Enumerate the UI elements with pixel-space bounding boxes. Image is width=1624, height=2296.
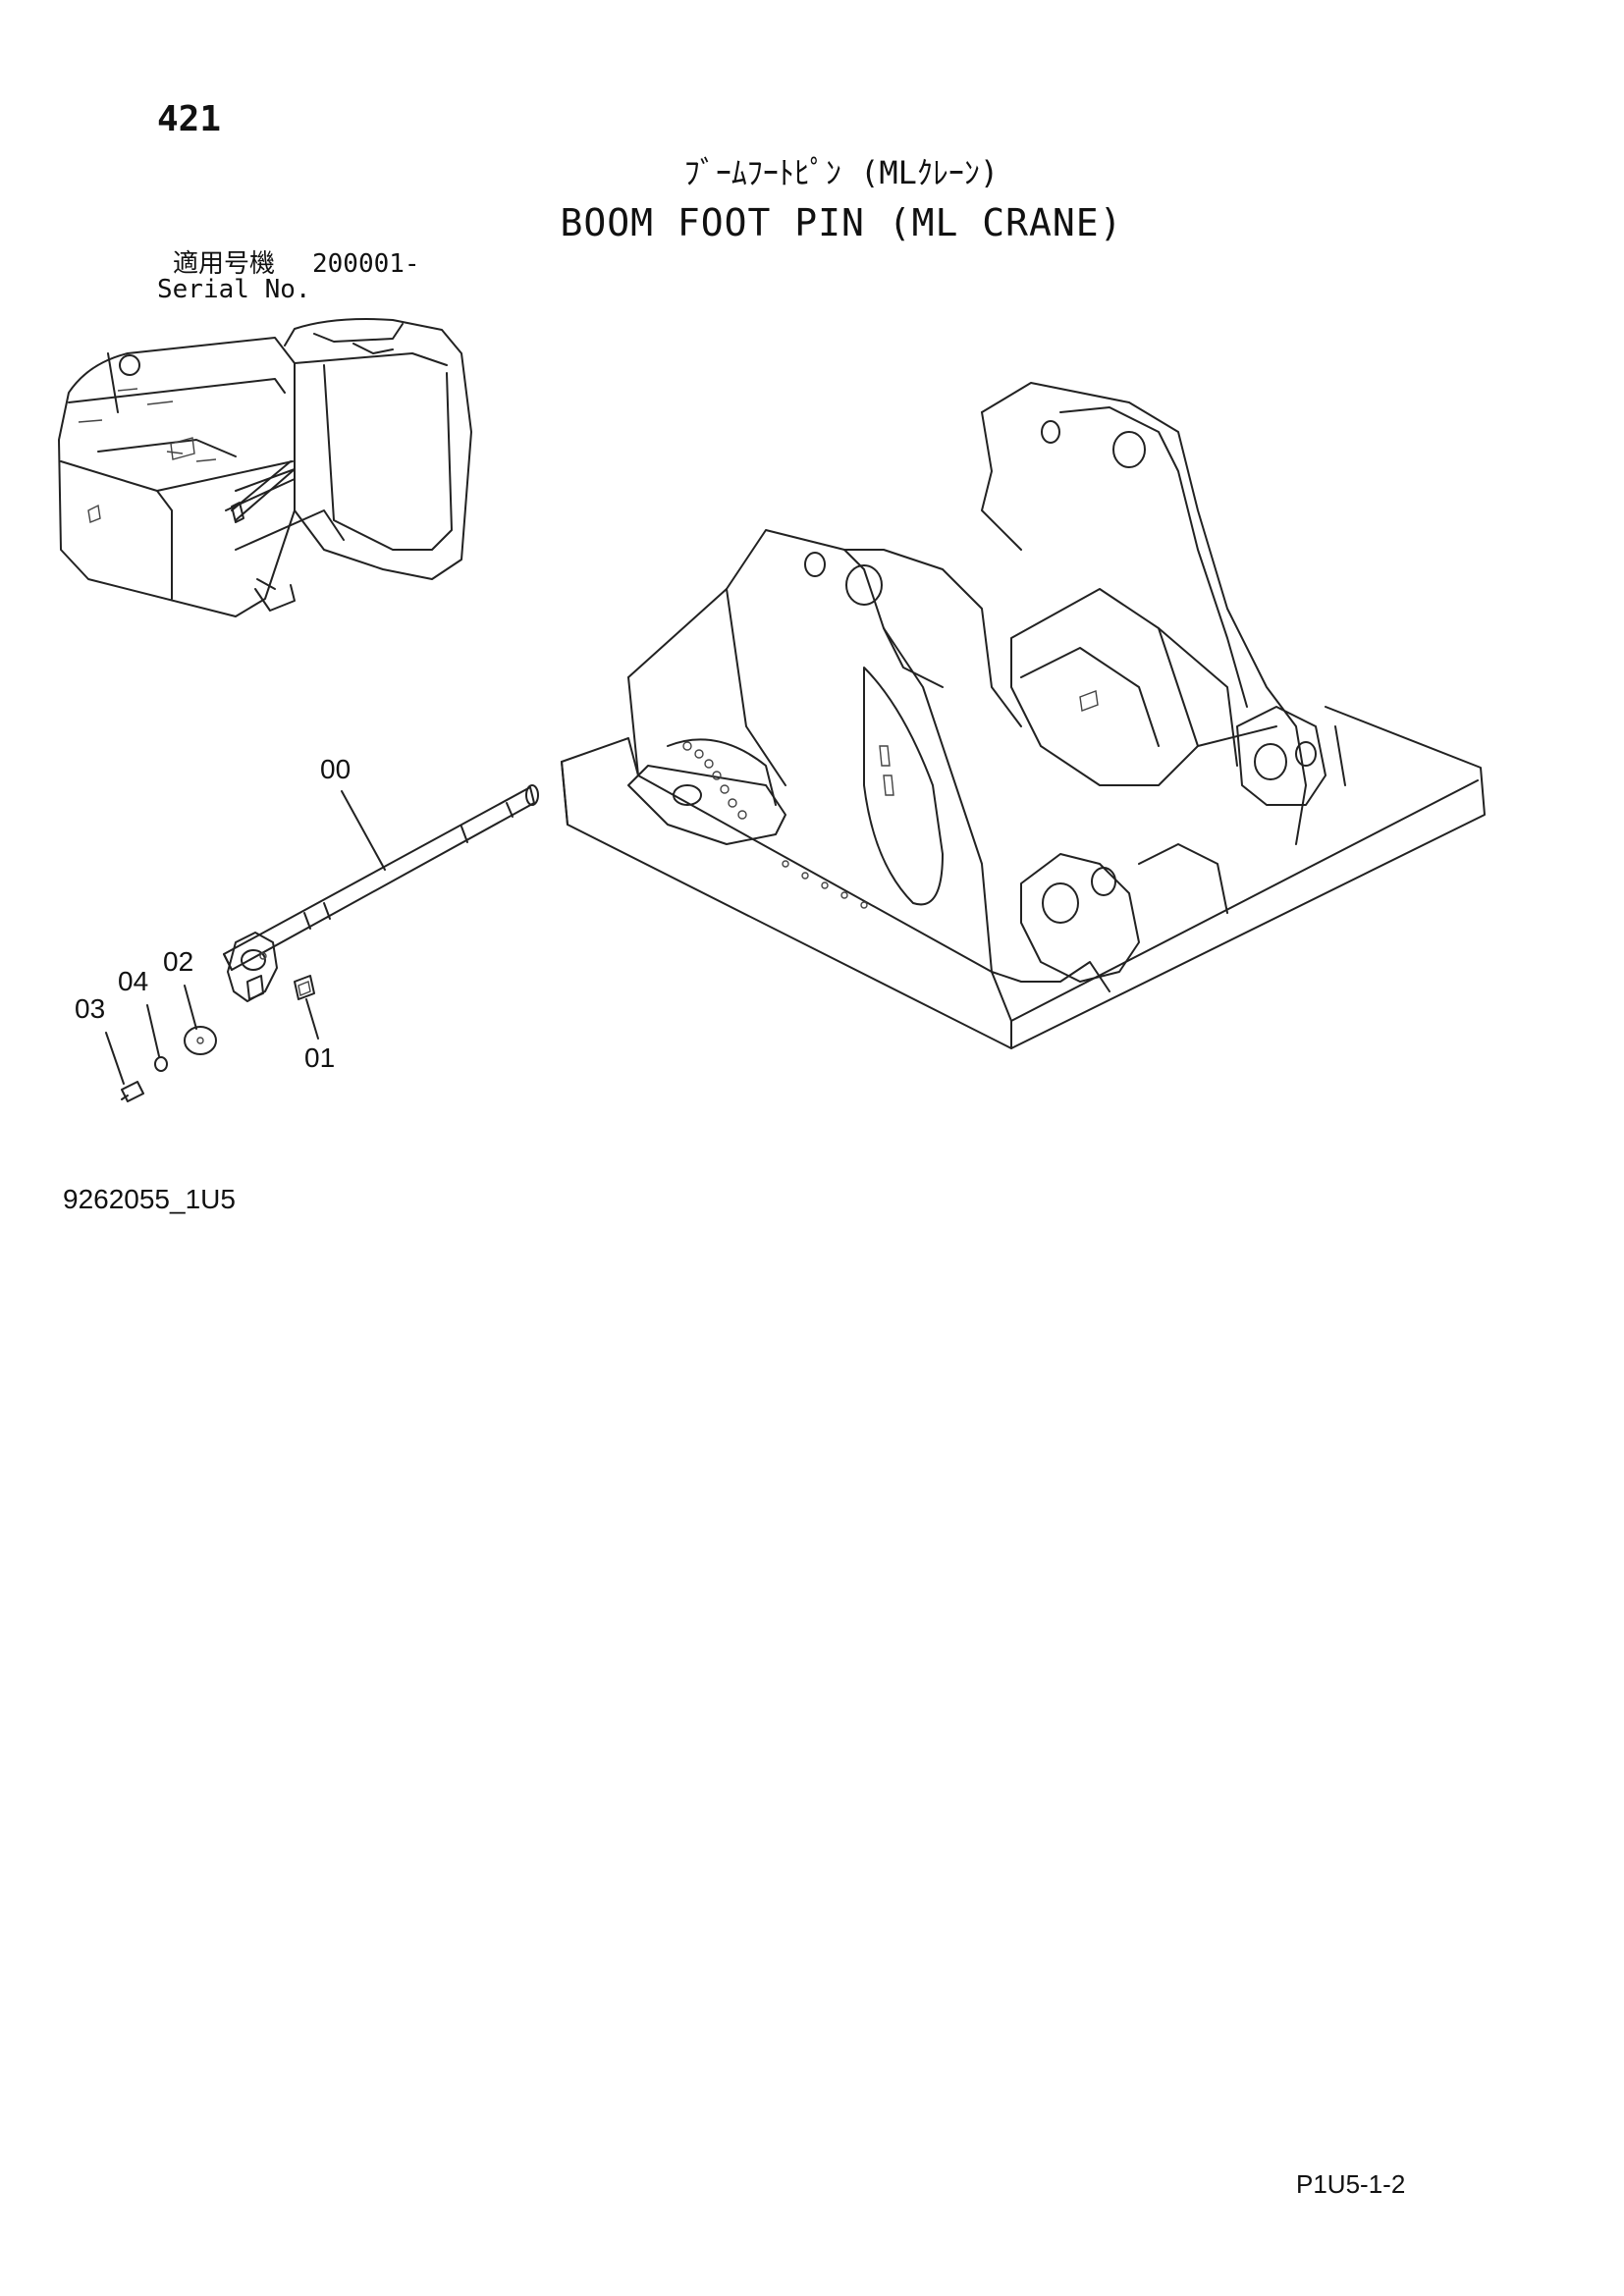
callout-00: 00 (320, 754, 352, 784)
washer-02 (184, 1026, 217, 1055)
excavator-overview-illustration (58, 318, 472, 617)
swing-frame-illustration (561, 382, 1486, 1049)
lock-plate-01 (294, 975, 315, 1000)
document-code: 9262055_1U5 (63, 1184, 236, 1214)
serial-label-japanese: 適用号機 (173, 249, 276, 279)
page-code: P1U5-1-2 (1296, 2169, 1406, 2199)
callout-04: 04 (118, 966, 149, 996)
bolt-03 (121, 1081, 144, 1102)
page-number: 421 (157, 99, 222, 139)
title-japanese: ﾌﾞｰﾑﾌｰﾄﾋﾟﾝ (MLｸﾚｰﾝ) (683, 154, 1000, 191)
callout-03: 03 (75, 993, 106, 1024)
callout-02: 02 (163, 946, 194, 977)
serial-range: 200001- (312, 249, 420, 279)
callout-leaders (105, 790, 386, 1085)
lock-washer-04 (154, 1056, 168, 1072)
callout-01: 01 (304, 1042, 336, 1073)
title-english: BOOM FOOT PIN (ML CRANE) (560, 201, 1123, 244)
serial-label-english: Serial No. (157, 275, 311, 304)
boom-foot-pin-illustration (223, 784, 539, 1002)
